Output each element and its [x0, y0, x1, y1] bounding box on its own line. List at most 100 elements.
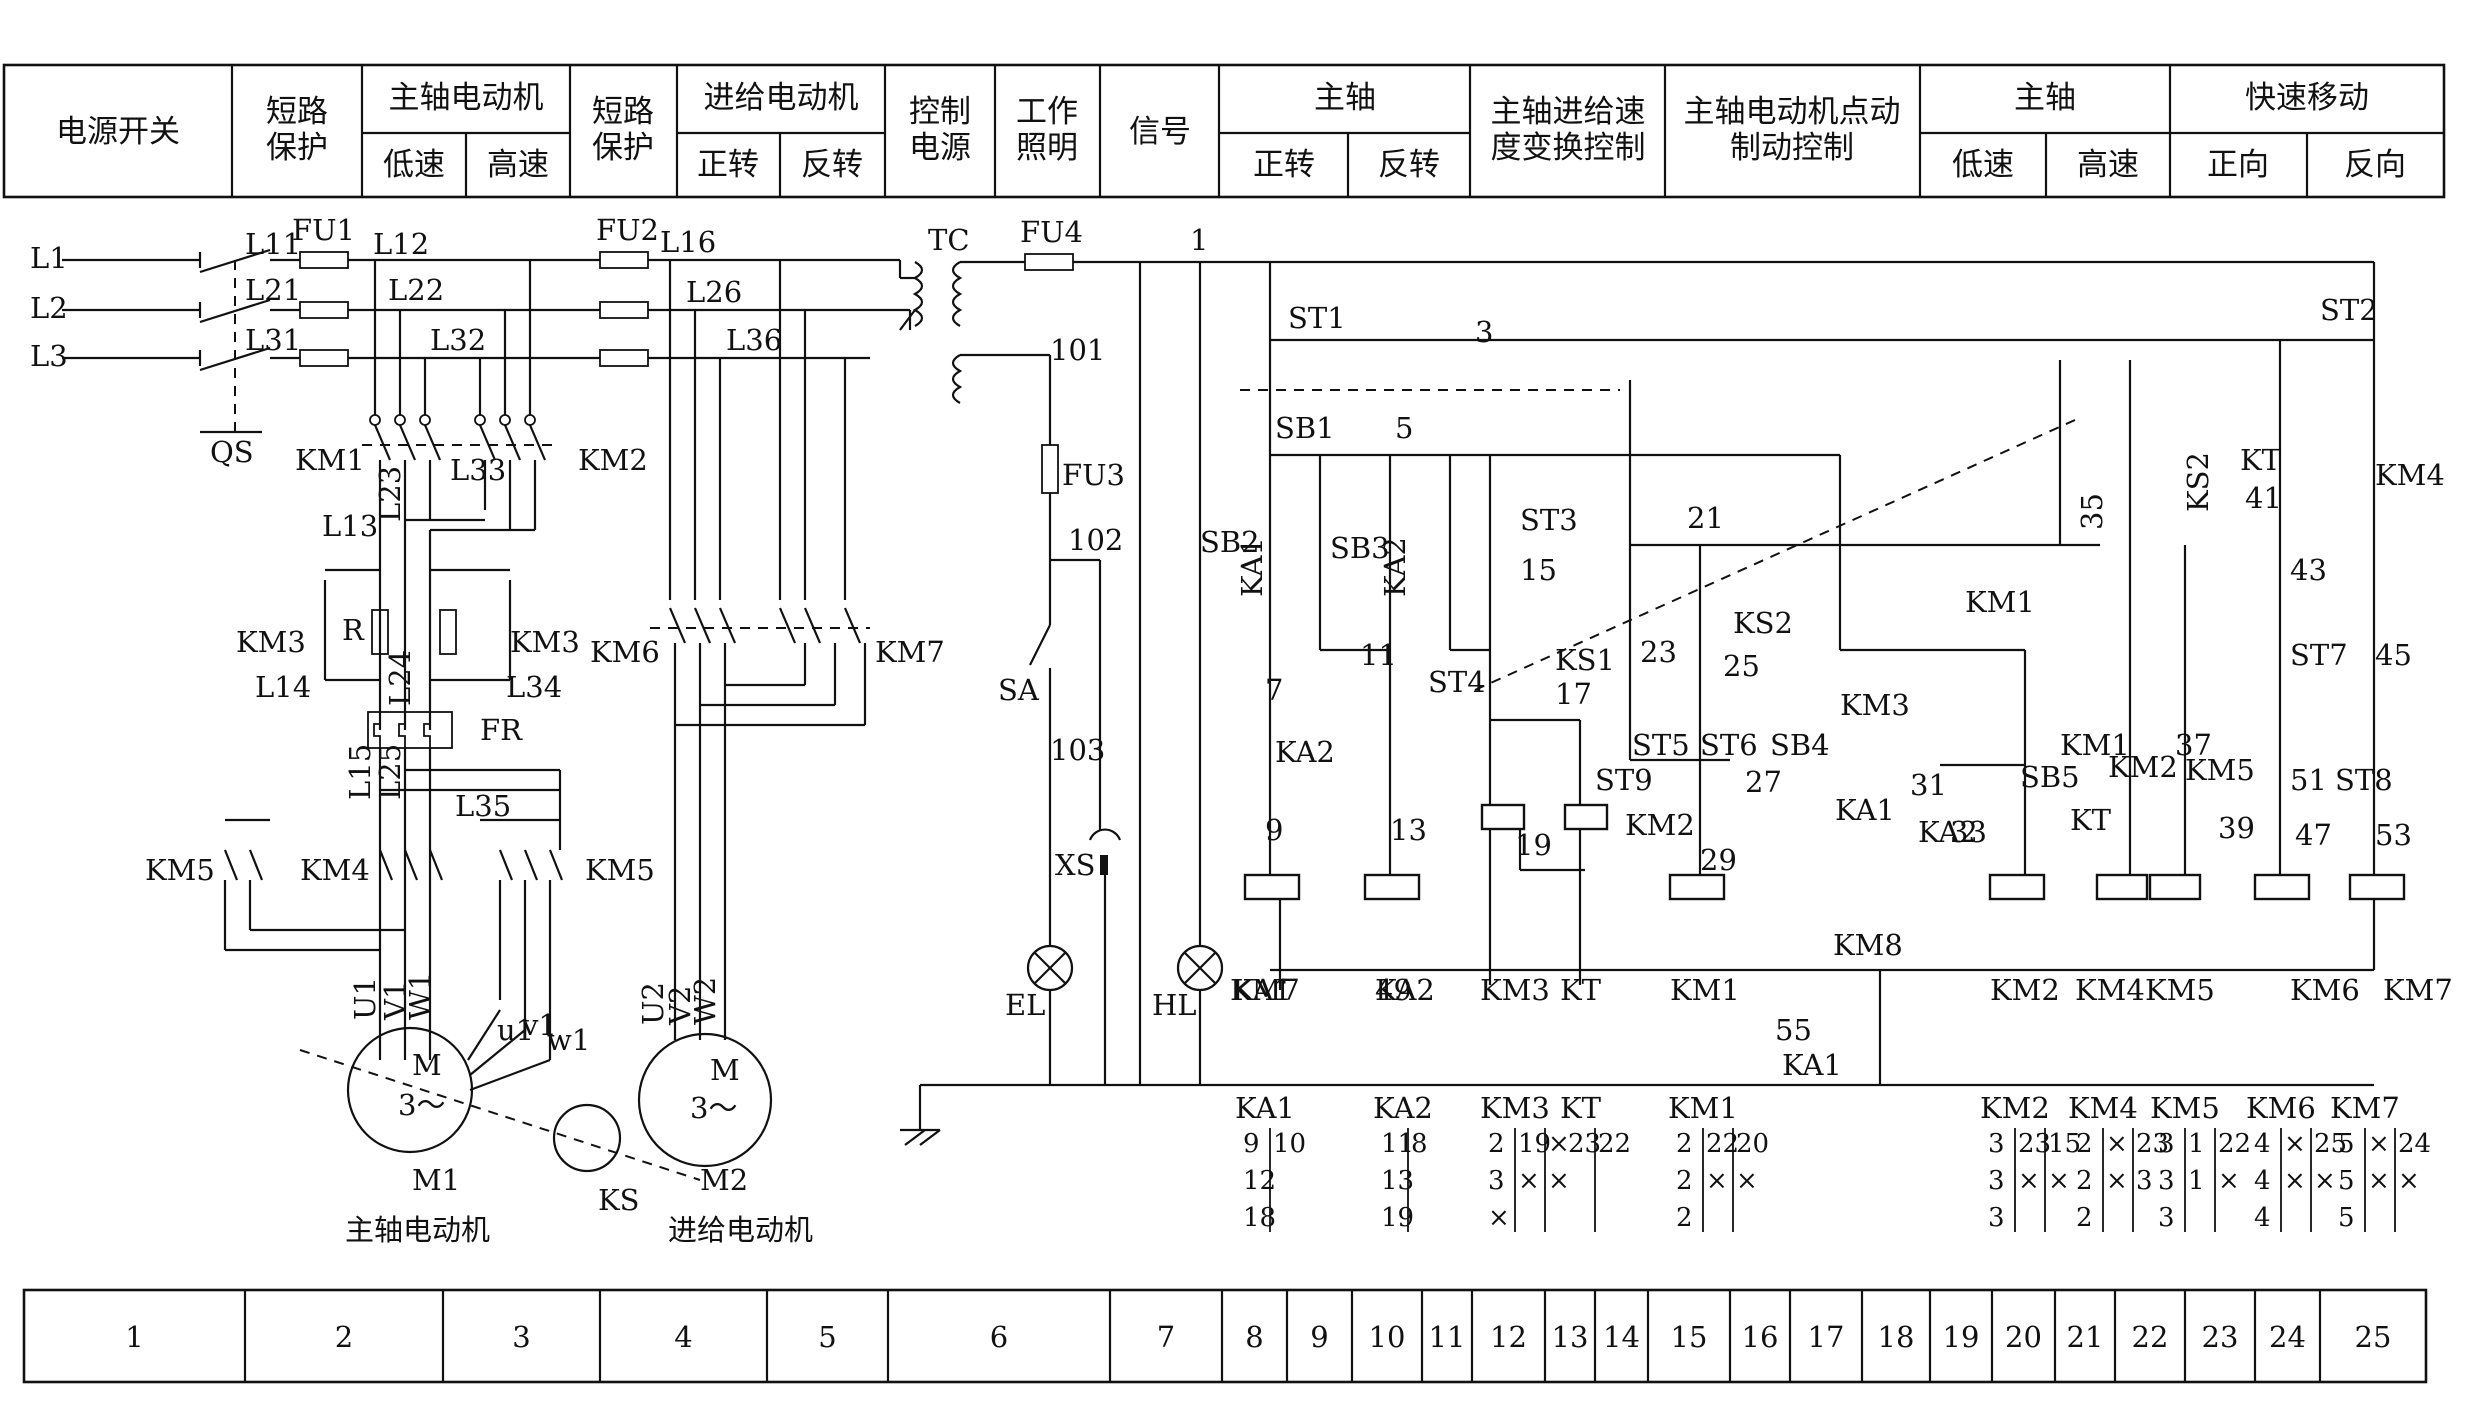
- footer-column-number: 12: [1490, 1320, 1527, 1354]
- contact-table-cell: ×: [2314, 1166, 2336, 1196]
- header-spindle2-rev: 反转: [1378, 147, 1440, 183]
- label-power: L1: [30, 241, 68, 275]
- label-coils: KM1: [1670, 973, 1740, 1007]
- contact-table-cell: 3: [2158, 1129, 2175, 1159]
- header-spindle-low: 低速: [383, 147, 445, 183]
- header-rapid-fwd: 正向: [2207, 147, 2269, 183]
- label-power: FU2: [596, 213, 659, 247]
- label-control: 7: [1265, 673, 1283, 707]
- header-jog-a: 主轴电动机点动: [1684, 94, 1901, 130]
- header-spindle2-fwd: 正转: [1253, 147, 1315, 183]
- contact-table-cell: ×: [2018, 1166, 2040, 1196]
- label-main: 3～: [398, 1088, 445, 1122]
- contact-table-cell: 5: [2338, 1203, 2355, 1233]
- header-ctrl-a: 控制: [909, 94, 971, 130]
- contact-table-cell: 13: [1381, 1166, 1414, 1196]
- contact-table-title: KM7: [2330, 1091, 2400, 1125]
- footer-column-number: 10: [1369, 1320, 1406, 1354]
- contact-table-cell: 20: [1736, 1129, 1769, 1159]
- header-spindle3: 主轴: [2014, 80, 2076, 116]
- contact-table-cell: ×: [2048, 1166, 2070, 1196]
- contact-table-cell: ×: [2218, 1166, 2240, 1196]
- label-main: KM3: [510, 625, 580, 659]
- label-control: 55: [1775, 1013, 1812, 1047]
- label-power: L16: [660, 225, 716, 259]
- label-main: U1: [348, 977, 382, 1020]
- label-aux: XS: [1055, 848, 1096, 882]
- label-main: KM4: [300, 853, 370, 887]
- header-feed-rev: 反转: [801, 147, 863, 183]
- header-sc1-b: 保护: [266, 130, 328, 166]
- footer-column-number: 8: [1245, 1320, 1263, 1354]
- label-control: ST5: [1632, 728, 1690, 762]
- contact-table-cell: 5: [2338, 1129, 2355, 1159]
- label-feed: KM6: [590, 635, 660, 669]
- label-control: 13: [1390, 813, 1427, 847]
- contact-table-cell: 2: [1676, 1203, 1693, 1233]
- label-control: 31: [1910, 768, 1947, 802]
- label-control: KM7: [1230, 973, 1300, 1007]
- label-control: KS2: [2181, 452, 2215, 512]
- footer-column-number: 18: [1878, 1320, 1915, 1354]
- contact-table-cell: 12: [1243, 1166, 1276, 1196]
- contact-table-cell: 10: [1273, 1129, 1306, 1159]
- label-coils: KM3: [1480, 973, 1550, 1007]
- label-power: 1: [1190, 223, 1208, 257]
- contact-table-cell: 4: [2254, 1129, 2271, 1159]
- footer-column-number: 23: [2202, 1320, 2239, 1354]
- label-control: 27: [1745, 765, 1782, 799]
- label-control: KA1: [1835, 793, 1895, 827]
- footer-column-number: 15: [1671, 1320, 1708, 1354]
- contact-table-cell: 3: [2136, 1166, 2153, 1196]
- header-sc2-a: 短路: [592, 94, 654, 130]
- contact-table-cell: 19: [1518, 1129, 1551, 1159]
- footer-column-number: 22: [2132, 1320, 2169, 1354]
- contact-table-cell: ×: [2106, 1166, 2128, 1196]
- label-main: R: [342, 613, 365, 647]
- label-power: L3: [30, 339, 68, 373]
- contact-table-title: KM5: [2150, 1091, 2220, 1125]
- label-feed: 进给电动机: [668, 1213, 813, 1247]
- header-signal: 信号: [1129, 114, 1191, 150]
- contact-table-cell: 3: [1988, 1129, 2005, 1159]
- contact-table-cell: 1: [2188, 1129, 2205, 1159]
- footer-column-number: 2: [335, 1320, 353, 1354]
- contact-table-cell: ×: [2368, 1129, 2390, 1159]
- label-main: v1: [521, 1008, 557, 1042]
- label-control: 5: [1395, 411, 1413, 445]
- footer-column-number: 24: [2269, 1320, 2306, 1354]
- label-aux: 102: [1068, 523, 1123, 557]
- contact-table-cell: 18: [1243, 1203, 1276, 1233]
- label-coils: KA2: [1375, 973, 1435, 1007]
- label-control: SB3: [1330, 531, 1390, 565]
- contact-table-cell: 2: [1676, 1129, 1693, 1159]
- label-main: KS: [598, 1183, 640, 1217]
- contact-table-title: KA2: [1373, 1091, 1433, 1125]
- label-control: 23: [1640, 635, 1677, 669]
- label-control: 29: [1700, 843, 1737, 877]
- label-control: ST6: [1700, 728, 1758, 762]
- contact-table-cell: 22: [1706, 1129, 1739, 1159]
- label-main: M: [412, 1048, 442, 1082]
- header-spindle2: 主轴: [1314, 80, 1376, 116]
- label-main: V1: [378, 981, 412, 1021]
- label-power: FU4: [1020, 215, 1083, 249]
- label-power: QS: [210, 435, 254, 469]
- contact-tables: KA19121810KA21113198KM323×19×××KT2322KM1…: [1235, 1091, 2431, 1233]
- label-aux: FU3: [1062, 458, 1125, 492]
- label-control: 37: [2175, 728, 2212, 762]
- label-control: 45: [2375, 638, 2412, 672]
- footer-column-number: 16: [1742, 1320, 1779, 1354]
- label-control: KM4: [2375, 458, 2445, 492]
- power-supply: [62, 248, 2374, 625]
- label-aux: 101: [1050, 333, 1105, 367]
- label-control: KA2: [1378, 537, 1412, 597]
- contact-table-cell: ×: [1706, 1166, 1728, 1196]
- contact-table-cell: 22: [1598, 1129, 1631, 1159]
- contact-table-cell: 1: [2188, 1166, 2205, 1196]
- label-control: ST2: [2320, 293, 2378, 327]
- header-sc1-a: 短路: [266, 94, 328, 130]
- label-main: L23: [373, 466, 407, 522]
- header-power: 电源开关: [56, 114, 180, 150]
- label-control: ST4: [1428, 665, 1486, 699]
